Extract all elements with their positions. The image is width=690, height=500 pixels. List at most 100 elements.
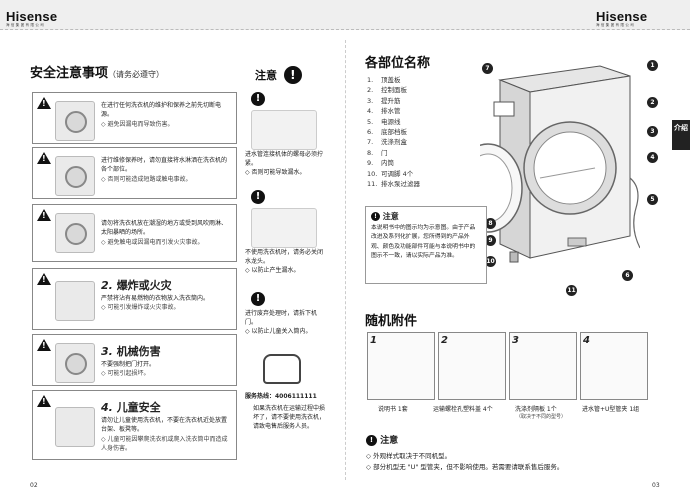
tip-2: ! 不使用洗衣机时，请务必关闭水龙头。 ◇ 以防止产生漏水。	[245, 190, 323, 275]
parts-title: 各部位名称	[365, 56, 431, 71]
page-number-right: 03	[652, 482, 660, 489]
hazard-number: 2.	[101, 279, 113, 292]
safety-subtitle: （请务必遵守）	[108, 70, 165, 79]
accessory-2: 2	[438, 332, 506, 400]
safety-card-4: 2. 爆炸或火灾 严禁将沾有易燃物的衣物放入洗衣筒内。 ◇ 可能引发爆炸或火灾事…	[32, 268, 237, 330]
phone-icon	[263, 354, 301, 384]
brand-sub: 海信集团有限公司	[6, 23, 46, 27]
washer-illustration	[55, 343, 95, 383]
tip-text: 不使用洗衣机时，请务必关闭水龙头。	[245, 249, 324, 265]
child-illustration	[55, 407, 95, 447]
prohibition-icon: !	[251, 190, 265, 204]
list-item: 6.底部档板	[367, 128, 407, 137]
warning-triangle-icon	[37, 395, 51, 407]
safety-card-2: 进行维修保养时，请勿直接将水淋洒在洗衣机的各个部位。 ◇ 否则可能造成短路或触电…	[32, 147, 237, 199]
callout-1: 1	[647, 60, 658, 71]
callout-3: 3	[647, 126, 658, 137]
tip-text: 进行废弃处理时，请拆下机门。	[245, 310, 318, 326]
warning-triangle-icon	[37, 273, 51, 285]
hazard-title: 儿童安全	[116, 401, 161, 414]
accessory-4: 4	[580, 332, 648, 400]
accessory-number: 3	[512, 335, 519, 346]
list-item: 9.内筒	[367, 159, 394, 168]
safety-card-5: 3. 机械伤害 不要强制把门打开。 ◇ 可能引起损坏。	[32, 334, 237, 386]
hotline-note: 如果洗衣机在运输过程中损坏了，请不要使用洗衣机，请致电售后服务人员。	[253, 405, 326, 430]
list-item: 10.可调脚 4个	[367, 169, 414, 178]
callout-7: 7	[482, 63, 493, 74]
prohibition-icon: !	[283, 66, 302, 84]
card-body: 进行维修保养时，请勿直接将水淋洒在洗衣机的各个部位。	[101, 157, 228, 174]
card-text: 请勿将洗衣机放在潮湿的地方或受到风吹雨淋、太阳暴晒的场所。 ◇ 避免触电或因漏电…	[101, 219, 230, 247]
safety-title: 安全注意事项（请务必遵守）	[30, 62, 164, 81]
card-note: ◇ 避免触电或因漏电而引发火灾事故。	[101, 238, 204, 246]
brand-sub: 海信集团有限公司	[596, 23, 636, 27]
bottom-note-heading: ! 注意	[366, 434, 666, 449]
notice-title: 注意	[382, 212, 399, 221]
card-note: ◇ 避免因漏电而导致伤害。	[101, 120, 174, 128]
warning-triangle-icon	[37, 209, 51, 221]
tip-note: ◇ 以防止产生漏水。	[245, 267, 300, 274]
hotline-number: 服务热线：4006111111	[245, 393, 317, 400]
callout-9: 9	[485, 235, 496, 246]
accessory-1: 1	[367, 332, 435, 400]
list-item: ◇ 部分机型无 "U" 型管夹，但不影响使用。若需要请联系售后服务。	[366, 463, 564, 472]
spray-can-illustration	[55, 281, 95, 321]
safety-card-1: 在进行任何洗衣机的维护和保养之前先切断电源。 ◇ 避免因漏电而导致伤害。	[32, 92, 237, 144]
tip-note: ◇ 以防止儿童关入筒内。	[245, 328, 312, 335]
washer-illustration	[55, 213, 95, 253]
list-item: 3.提升筋	[367, 96, 401, 105]
washer-illustration	[55, 101, 95, 141]
callout-4: 4	[647, 152, 658, 163]
tip-1: ! 进水管连接机体的螺母必须拧紧。 ◇ 否则可能导致漏水。	[245, 92, 323, 177]
safety-card-6: 4. 儿童安全 请勿让儿童使用洗衣机，不要在洗衣机近处放置台架、板凳等。 ◇ 儿…	[32, 390, 237, 460]
brand-name: Hisense	[596, 9, 648, 24]
bottom-note-title: 注意	[380, 436, 399, 446]
list-item: 5.电源线	[367, 117, 401, 126]
notice-box: ! 注意 本说明书中的图示均为示意图。由于产品改进及系列化扩展，您所得到的产品外…	[365, 206, 487, 284]
callout-11: 11	[566, 285, 577, 296]
prohibition-icon: !	[366, 435, 377, 446]
card-body: 严禁将沾有易燃物的衣物放入洗衣筒内。	[101, 295, 210, 303]
tip-3: ! 进行废弃处理时，请拆下机门。 ◇ 以防止儿童关入筒内。	[245, 292, 323, 336]
washer-diagram	[480, 65, 640, 263]
parts-list: 1.顶盖板 2.控制面板 3.提升筋 4.排水管 5.电源线 6.底部档板 7.…	[367, 75, 420, 189]
accessory-note: （取决于不同的型号）	[516, 414, 567, 420]
card-note: ◇ 可能引发爆炸或火灾事故。	[101, 304, 180, 312]
accessory-number: 2	[441, 335, 448, 346]
accessory-label: 进水管+U型管夹 1组	[582, 406, 640, 413]
accessory-label: 洗涤剂隔板 1个	[515, 406, 557, 413]
card-text: 3. 机械伤害 不要强制把门打开。 ◇ 可能引起损坏。	[101, 343, 230, 379]
card-body: 在进行任何洗衣机的维护和保养之前先切断电源。	[101, 102, 222, 119]
callout-6: 6	[622, 270, 633, 281]
hazard-number: 4.	[101, 401, 113, 414]
hazard-heading: 4. 儿童安全	[101, 399, 230, 416]
warning-triangle-icon	[37, 97, 51, 109]
hazard-title: 机械伤害	[116, 345, 161, 358]
prohibition-icon: !	[251, 292, 265, 306]
card-note: ◇ 儿童可能因攀爬洗衣机或爬入洗衣筒中而造成人身伤害。	[101, 435, 228, 452]
card-body: 请勿将洗衣机放在潮湿的地方或受到风吹雨淋、太阳暴晒的场所。	[101, 220, 228, 237]
safety-title-text: 安全注意事项	[30, 66, 109, 81]
card-text: 4. 儿童安全 请勿让儿童使用洗衣机，不要在洗衣机近处放置台架、板凳等。 ◇ 儿…	[101, 399, 230, 453]
card-text: 2. 爆炸或火灾 严禁将沾有易燃物的衣物放入洗衣筒内。 ◇ 可能引发爆炸或火灾事…	[101, 277, 230, 313]
safety-card-3: 请勿将洗衣机放在潮湿的地方或受到风吹雨淋、太阳暴晒的场所。 ◇ 避免触电或因漏电…	[32, 204, 237, 262]
page-divider	[345, 40, 346, 480]
warning-triangle-icon	[37, 339, 51, 351]
brand-logo-left: Hisense 海信集团有限公司	[6, 9, 57, 28]
hose-nut-illustration	[251, 110, 317, 150]
brand-name: Hisense	[6, 9, 58, 24]
accessory-label: 运输螺栓孔塑料盖 4个	[433, 406, 493, 413]
tip-text: 进水管连接机体的螺母必须拧紧。	[245, 151, 324, 167]
callout-2: 2	[647, 97, 658, 108]
accessory-number: 1	[370, 335, 377, 346]
list-item: 4.排水管	[367, 107, 401, 116]
card-note: ◇ 可能引起损坏。	[101, 370, 150, 378]
brand-logo-right: Hisense 海信集团有限公司	[596, 9, 647, 28]
card-note: ◇ 否则可能造成短路或触电事故。	[101, 175, 192, 183]
prohibition-icon: !	[371, 212, 380, 221]
accessories-title: 随机附件	[365, 314, 418, 329]
warning-triangle-icon	[37, 152, 51, 164]
faucet-illustration	[251, 208, 317, 248]
list-item: 2.控制面板	[367, 86, 407, 95]
page-header: Hisense 海信集团有限公司 Hisense 海信集团有限公司	[0, 0, 690, 30]
